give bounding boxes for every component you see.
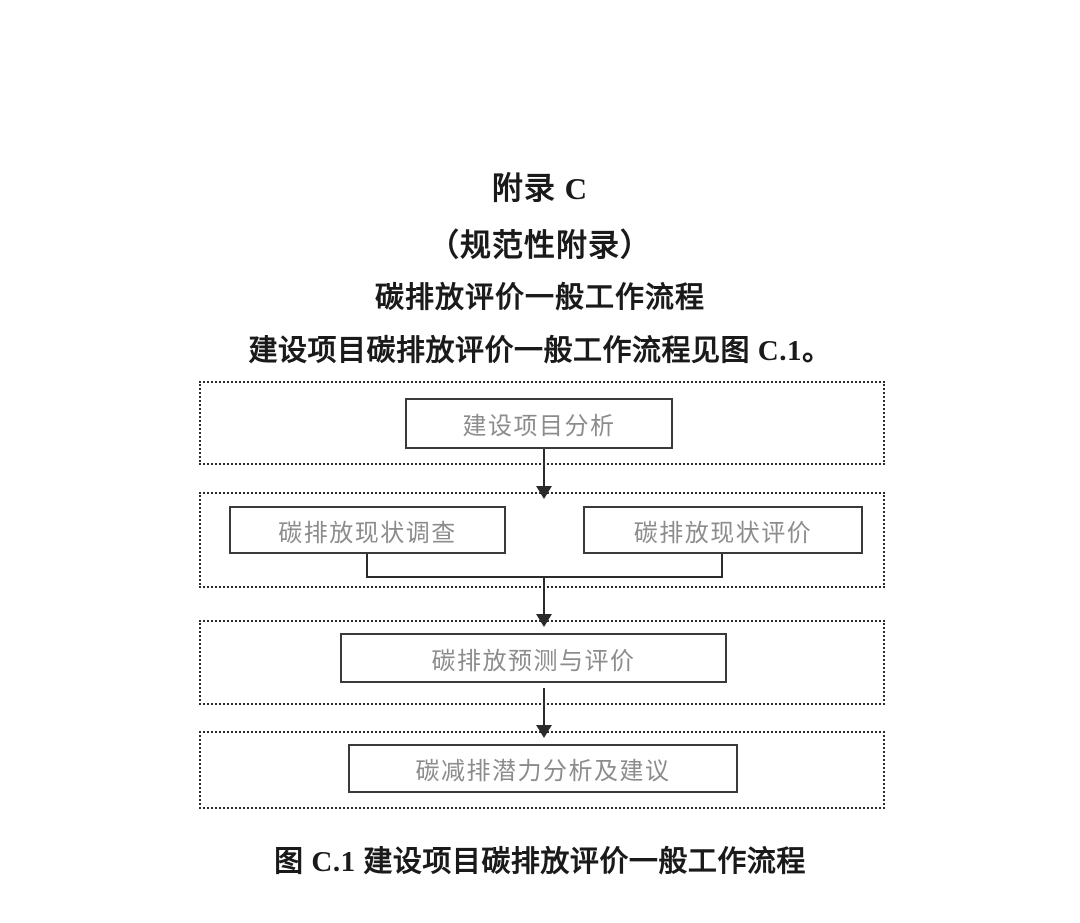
connector-line-3 [543, 688, 545, 728]
flow-node-construction-project-analysis: 建设项目分析 [405, 398, 673, 449]
flow-stage-group-1 [199, 381, 885, 465]
section-title: 碳排放评价一般工作流程 [374, 282, 705, 314]
connector-line-1 [543, 449, 545, 489]
flow-stage-group-4 [199, 731, 885, 809]
flow-node-carbon-reduction-potential-analysis: 碳减排潜力分析及建议 [348, 744, 738, 793]
connector-bracket-left-stub [366, 554, 368, 578]
flow-node-carbon-emission-status-survey: 碳排放现状调查 [229, 506, 506, 554]
figure-caption: 图 C.1 建设项目碳排放评价一般工作流程 [274, 846, 806, 878]
appendix-title: 附录 C [491, 171, 589, 206]
flow-node-carbon-emission-status-evaluation: 碳排放现状评价 [583, 506, 863, 554]
connector-line-2 [543, 577, 545, 617]
intro-paragraph: 建设项目碳排放评价一般工作流程见图 C.1。 [248, 335, 832, 367]
flow-stage-group-2 [199, 492, 885, 588]
flow-stage-group-3 [199, 620, 885, 705]
normative-subtitle: （规范性附录） [428, 228, 652, 263]
flow-node-carbon-emission-forecast-and-evaluation: 碳排放预测与评价 [340, 633, 727, 683]
connector-bracket-right-stub [721, 554, 723, 578]
